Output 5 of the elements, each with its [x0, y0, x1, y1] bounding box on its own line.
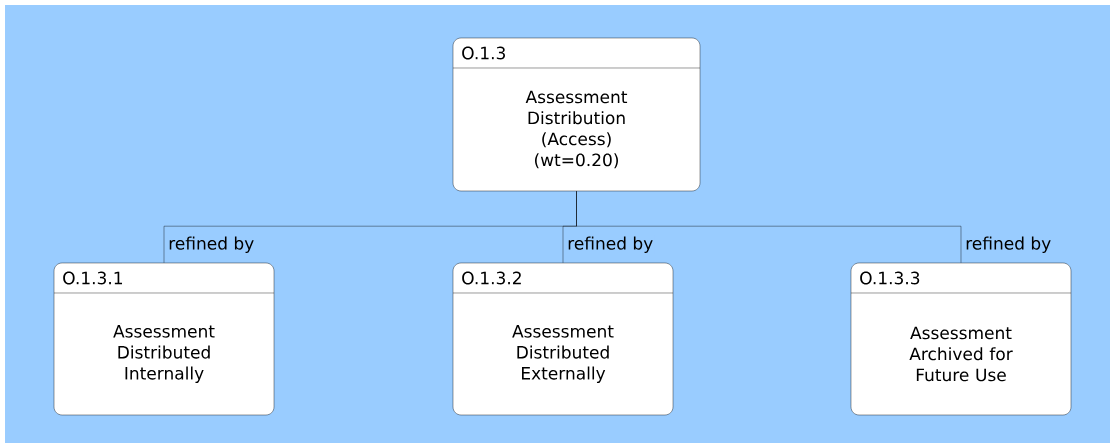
process-box: O.1.3 Assessment Distribution (Access) (wt=0.20) — [452, 37, 701, 192]
process-box: O.1.3.3 Assessment Archived for Future Use — [850, 262, 1072, 416]
connector — [576, 191, 962, 263]
process-box: O.1.3.2 Assessment Distributed Externally — [452, 262, 674, 416]
process-box: O.1.3.1 Assessment Distributed Internally — [53, 262, 275, 416]
